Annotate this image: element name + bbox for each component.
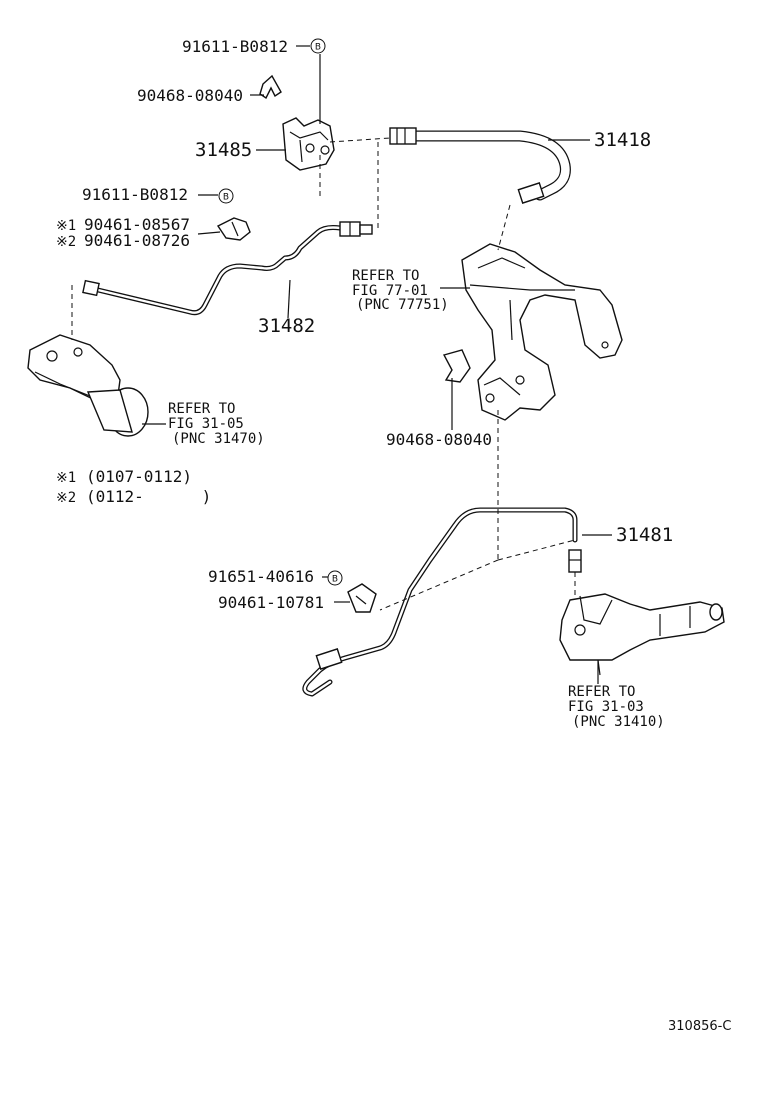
note-legend-range-2: (0112- ): [86, 487, 211, 506]
note-marker-1: ※1: [56, 218, 76, 234]
ref-3103-line3: (PNC 31410): [572, 714, 665, 730]
connection-lines: [71, 137, 576, 611]
label-31418: 31418: [594, 129, 651, 151]
label-91651-40616: 91651-40616: [208, 567, 314, 586]
ref-77-line2: FIG 77-01: [352, 283, 428, 299]
note-marker-2: ※2: [56, 234, 76, 250]
label-90468-08040-mid: 90468-08040: [386, 430, 492, 449]
ref-3105-line1: REFER TO: [168, 401, 235, 417]
clip-90461-10781: [347, 583, 377, 613]
label-91611-b0812-top: 91611-B0812: [182, 37, 288, 56]
note-legend-marker-2: ※2: [56, 490, 76, 506]
label-31481: 31481: [616, 524, 673, 546]
label-91611-b0812-mid: 91611-B0812: [82, 185, 188, 204]
bracket-31485: [282, 117, 335, 171]
note-legend-marker-1: ※1: [56, 470, 76, 486]
note-legend-range-1: (0107-0112): [86, 467, 192, 486]
label-90461-08567: 90461-08567: [84, 215, 190, 234]
clutch-master-cylinder: [559, 593, 725, 676]
brake-pipe-31482: [82, 221, 373, 316]
label-90461-08726: 90461-08726: [84, 231, 190, 250]
clip-90461-mid: [216, 217, 251, 241]
marker-b-top: B: [310, 38, 326, 54]
diagram-code: 310856-C: [668, 1019, 731, 1034]
leader-lines: [142, 45, 612, 684]
ref-77-line3: (PNC 77751): [356, 297, 449, 313]
ref-3105-line3: (PNC 31470): [172, 431, 265, 447]
ref-3105-line2: FIG 31-05: [168, 416, 244, 432]
label-31485: 31485: [195, 139, 252, 161]
marker-b-low: B: [327, 570, 343, 586]
pedal-bracket: [461, 243, 623, 421]
ref-3103-line1: REFER TO: [568, 684, 635, 700]
label-90461-10781: 90461-10781: [218, 593, 324, 612]
marker-b-mid: B: [218, 188, 234, 204]
flexible-hose-31418: [389, 127, 571, 204]
ref-77-line1: REFER TO: [352, 268, 419, 284]
label-31482: 31482: [258, 315, 315, 337]
label-90468-08040-top: 90468-08040: [137, 86, 243, 105]
clutch-release-cylinder: [27, 334, 149, 437]
clip-90468-mid: [442, 349, 471, 383]
brake-pipe-31481: [302, 507, 582, 697]
marker-b-low-text: B: [332, 575, 338, 585]
marker-b-mid-text: B: [223, 193, 229, 203]
ref-3103-line2: FIG 31-03: [568, 699, 644, 715]
marker-b-top-text: B: [315, 43, 321, 53]
